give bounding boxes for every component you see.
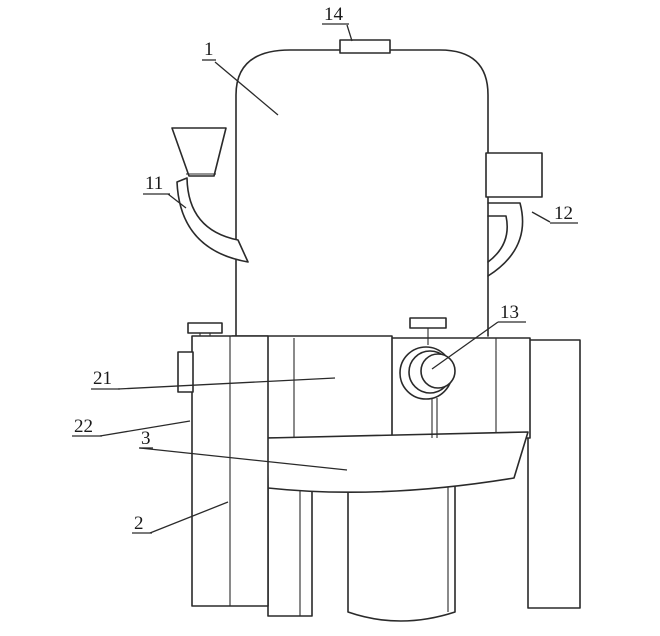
outlet-box (485, 152, 543, 198)
lower-cylinder (347, 479, 456, 622)
tank-body (235, 49, 489, 337)
funnel-inlet (171, 127, 249, 263)
reference-labels: 14 1 11 12 13 21 22 3 2 (72, 4, 578, 534)
label-1: 1 (204, 39, 214, 60)
left-column (177, 322, 269, 607)
label-22: 22 (74, 416, 93, 437)
right-support (527, 339, 581, 609)
label-14: 14 (324, 4, 344, 25)
leader-lines (99, 24, 551, 534)
outlet-pipe (485, 152, 543, 277)
curved-tray (266, 431, 529, 494)
label-12: 12 (554, 203, 573, 224)
label-11: 11 (145, 173, 163, 194)
label-2: 2 (134, 513, 144, 534)
valve (399, 317, 456, 438)
label-3: 3 (141, 428, 151, 449)
side-knob (177, 351, 194, 393)
top-handle (187, 322, 223, 334)
lower-post-left (267, 469, 313, 617)
top-lid (339, 39, 391, 54)
cabinet-frame (231, 335, 531, 439)
label-21: 21 (93, 368, 112, 389)
label-13: 13 (500, 302, 519, 323)
